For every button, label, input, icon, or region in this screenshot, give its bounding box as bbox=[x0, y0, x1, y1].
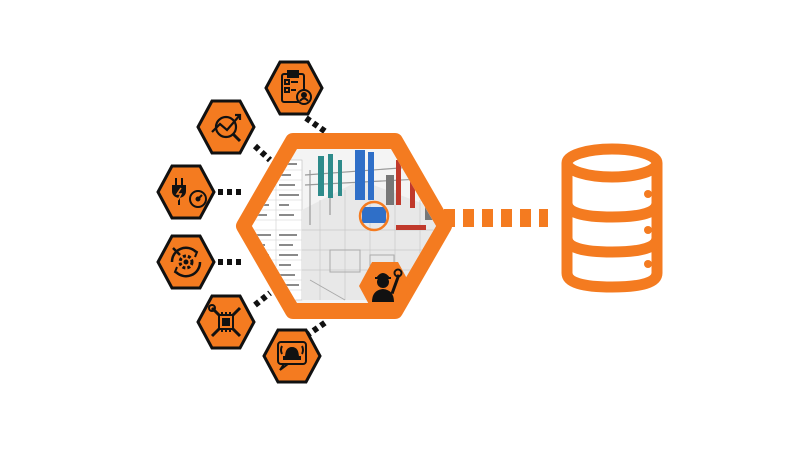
satellite-trend bbox=[196, 99, 256, 155]
satellite-gear bbox=[156, 234, 216, 290]
technician-with-wrench-icon bbox=[372, 268, 403, 302]
database-status-dots bbox=[644, 190, 652, 268]
clipboard-checklist-user-icon bbox=[281, 70, 312, 105]
satellite-energy bbox=[156, 164, 216, 220]
gear-with-wrench-cycle-icon bbox=[170, 246, 202, 278]
satellite-alarm bbox=[262, 328, 322, 384]
connector-chip bbox=[253, 290, 272, 308]
alarm-bell-icon bbox=[277, 341, 307, 371]
connector-trend bbox=[252, 143, 273, 163]
central-hub bbox=[236, 133, 452, 319]
database-icon bbox=[561, 143, 663, 293]
equipment-highlight-circle bbox=[358, 200, 390, 232]
energy-plug-gauge-icon bbox=[172, 178, 207, 208]
trend-analysis-magnifier-icon bbox=[211, 113, 242, 143]
chip-screwdriver-wrench-icon bbox=[208, 304, 242, 338]
technician-badge bbox=[359, 262, 411, 310]
satellite-clipboard bbox=[264, 60, 324, 116]
connector-clipboard bbox=[304, 115, 328, 135]
satellite-chip bbox=[196, 294, 256, 350]
